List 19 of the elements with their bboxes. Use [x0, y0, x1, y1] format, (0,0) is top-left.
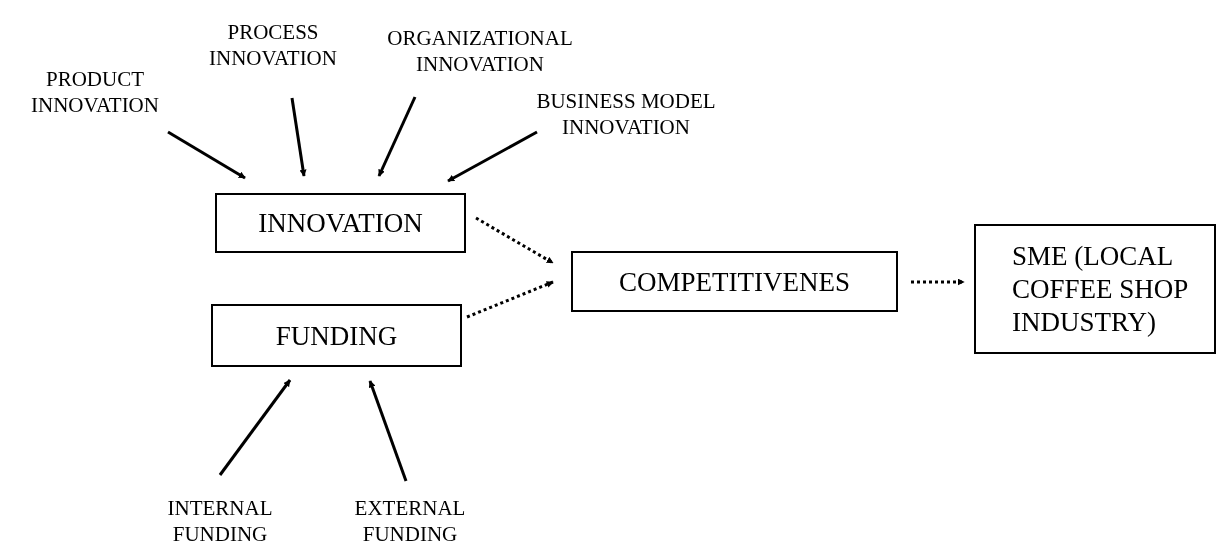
dotted-arrow	[475, 216, 554, 265]
node-label: BUSINESS MODEL INNOVATION	[528, 88, 724, 140]
process-box: FUNDING	[211, 304, 462, 367]
node-label: EXTERNAL FUNDING	[336, 492, 484, 549]
arrow	[377, 96, 417, 177]
process-box: INNOVATION	[215, 193, 466, 253]
process-box: SME (LOCAL COFFEE SHOP INDUSTRY)	[974, 224, 1216, 354]
node-label: PROCESS INNOVATION	[186, 15, 360, 75]
arrow	[167, 130, 246, 180]
arrow	[290, 97, 307, 177]
process-box: COMPETITIVENES	[571, 251, 898, 312]
node-label: PRODUCT INNOVATION	[4, 62, 186, 122]
node-label: INTERNAL FUNDING	[146, 492, 294, 549]
arrow	[447, 130, 538, 183]
dotted-arrow	[911, 278, 965, 286]
arrow	[368, 380, 408, 482]
node-label: ORGANIZATIONAL INNOVATION	[360, 22, 600, 80]
dotted-arrow	[466, 280, 554, 319]
arrow	[218, 379, 292, 476]
